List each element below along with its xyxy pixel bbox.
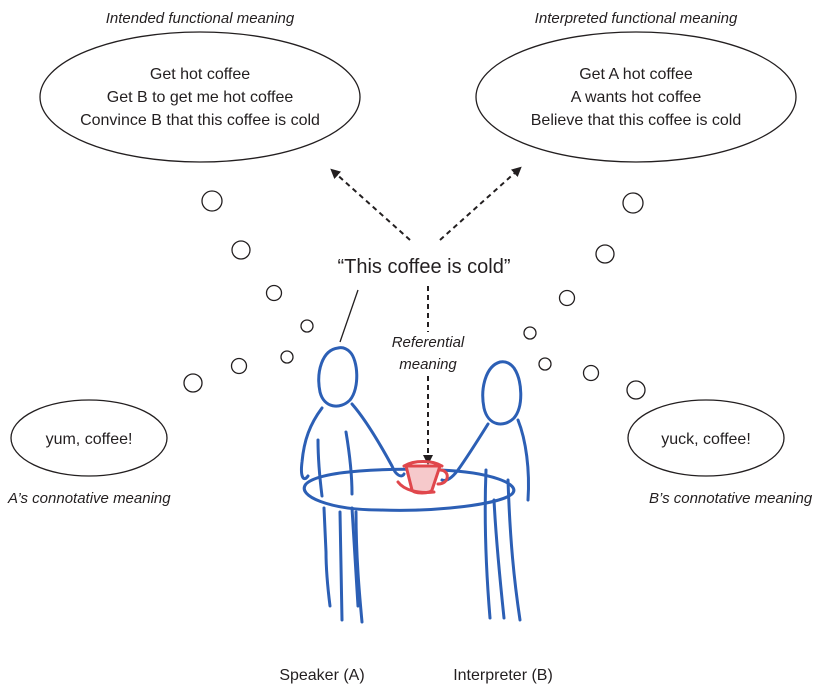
intended-line-2: Get B to get me hot coffee: [106, 89, 294, 106]
intended-line-1: Get hot coffee: [149, 66, 251, 83]
interpreter-connotation-bubble: [627, 399, 785, 477]
speaker-body: [300, 406, 324, 481]
speaker-connotation-caption: A’s connotative meaning: [8, 490, 171, 507]
referential-line-2: meaning: [399, 356, 457, 373]
speech-line: [339, 289, 359, 343]
intended-bubble: [39, 31, 361, 163]
thought-trail-right-upper: [523, 192, 644, 340]
interpreter-label: Interpreter (B): [453, 667, 553, 684]
referential-label: Referential meaning: [389, 332, 467, 376]
interpreted-bubble: [475, 31, 797, 163]
interpreted-line-1: Get A hot coffee: [579, 66, 693, 83]
speaker-label: Speaker (A): [279, 667, 365, 684]
interpreted-caption: Interpreted functional meaning: [534, 10, 738, 27]
thought-trail-right-lower: [538, 357, 646, 400]
interpreter-connotation-text: yuck, coffee!: [661, 431, 751, 448]
table-top: [302, 467, 516, 512]
speaker-connotation-text: yum, coffee!: [45, 431, 133, 448]
thought-trail-left-upper: [201, 190, 314, 333]
coffee-cup: [396, 460, 449, 495]
interpreted-lines: Get A hot coffee A wants hot coffee Beli…: [531, 63, 742, 132]
interpreted-line-3: Believe that this coffee is cold: [530, 112, 742, 129]
referential-line-1: Referential: [391, 334, 465, 351]
interpreted-line-2: A wants hot coffee: [570, 89, 702, 106]
speaker-connotation-bubble: [10, 399, 168, 477]
interpreter-head: [481, 360, 523, 426]
arrow-to-interpreted: [439, 166, 522, 241]
utterance-text: “This coffee is cold”: [337, 256, 511, 278]
intended-caption: Intended functional meaning: [105, 10, 295, 27]
speaker-head: [317, 346, 359, 408]
thought-trail-left-lower: [183, 350, 294, 393]
arrow-to-intended: [330, 168, 411, 241]
intended-lines: Get hot coffee Get B to get me hot coffe…: [80, 63, 320, 132]
interpreter-connotation-caption: B’s connotative meaning: [649, 490, 813, 507]
intended-line-3: Convince B that this coffee is cold: [80, 112, 320, 129]
